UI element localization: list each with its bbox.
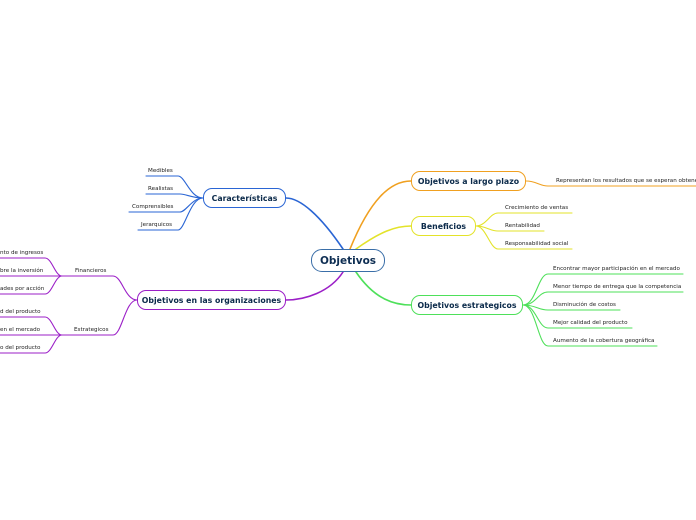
connector-medibles	[145, 175, 204, 199]
node-objetivos-estrategicos[interactable]: Objetivos estrategicos	[411, 295, 523, 315]
connector-financieros	[61, 275, 138, 301]
leaf-fin-item-2[interactable]: bre la inversión	[0, 268, 44, 274]
connector-est-1	[0, 316, 63, 336]
connector-fin-1	[0, 257, 63, 277]
node-objetivos-largo-plazo-label: Objetivos a largo plazo	[417, 176, 520, 186]
connector-jerarquicos	[137, 197, 204, 231]
connector-realistas	[145, 193, 204, 199]
leaf-rentabilidad[interactable]: Rentabilidad	[505, 223, 540, 229]
leaf-representan[interactable]: Representan los resultados que se espera…	[556, 178, 696, 184]
leaf-realistas[interactable]: Realistas	[148, 186, 174, 192]
connector-est-leaf-5	[522, 304, 658, 347]
connector-estrategicos	[61, 299, 138, 336]
node-beneficios-label: Beneficios	[420, 221, 467, 231]
leaf-comprensibles[interactable]: Comprensibles	[132, 204, 174, 210]
leaf-fin-item-3[interactable]: ades por acción	[0, 286, 45, 292]
node-caracteristicas-label: Características	[211, 193, 278, 203]
leaf-crecimiento-ventas[interactable]: Crecimiento de ventas	[505, 205, 569, 211]
connector-root-beneficios	[355, 225, 412, 250]
node-objetivos-organizaciones-label: Objetivos en las organizaciones	[141, 295, 282, 305]
root-node[interactable]: Objetivos	[311, 249, 385, 272]
connector-est-leaf-2	[522, 291, 684, 306]
connector-crecimiento	[475, 212, 573, 227]
leaf-est-item-2[interactable]: en el mercado	[0, 327, 41, 333]
leaf-est-item-3[interactable]: o del producto	[0, 345, 41, 351]
connector-root-organizaciones	[285, 271, 344, 301]
leaf-mayor-participacion[interactable]: Encontrar mayor participación en el merc…	[553, 266, 680, 272]
connector-est-3	[0, 334, 63, 354]
node-beneficios[interactable]: Beneficios	[411, 216, 476, 236]
leaf-menor-tiempo[interactable]: Menor tiempo de entrega que la competenc…	[553, 284, 682, 290]
leaf-fin-item-1[interactable]: nto de ingresos	[0, 250, 44, 256]
connector-representan	[525, 180, 696, 187]
root-label: Objetivos	[319, 254, 377, 267]
connector-responsabilidad	[475, 225, 573, 250]
leaf-estrategicos[interactable]: Estrategicos	[74, 327, 109, 333]
leaf-financieros[interactable]: Financieros	[75, 268, 107, 274]
leaf-medibles[interactable]: Medibles	[148, 168, 173, 174]
leaf-jerarquicos[interactable]: Jerarquicos	[141, 222, 173, 228]
connector-root-caracteristicas	[285, 197, 344, 250]
leaf-est-item-1[interactable]: d del producto	[0, 309, 41, 315]
connector-root-estrategicos	[355, 271, 412, 306]
leaf-disminucion-costos[interactable]: Disminución de costos	[553, 302, 616, 308]
connector-est-leaf-1	[522, 273, 684, 306]
node-caracteristicas[interactable]: Características	[203, 188, 286, 208]
node-objetivos-largo-plazo[interactable]: Objetivos a largo plazo	[411, 171, 526, 191]
connector-root-largo-plazo	[349, 180, 412, 250]
leaf-responsabilidad-social[interactable]: Responsabilidad social	[505, 241, 569, 247]
leaf-aumento-cobertura[interactable]: Aumento de la cobertura geográfica	[553, 338, 655, 344]
node-objetivos-organizaciones[interactable]: Objetivos en las organizaciones	[137, 290, 286, 310]
leaf-mejor-calidad[interactable]: Mejor calidad del producto	[553, 320, 628, 326]
node-objetivos-estrategicos-label: Objetivos estrategicos	[417, 300, 517, 310]
connector-fin-3	[0, 275, 63, 295]
